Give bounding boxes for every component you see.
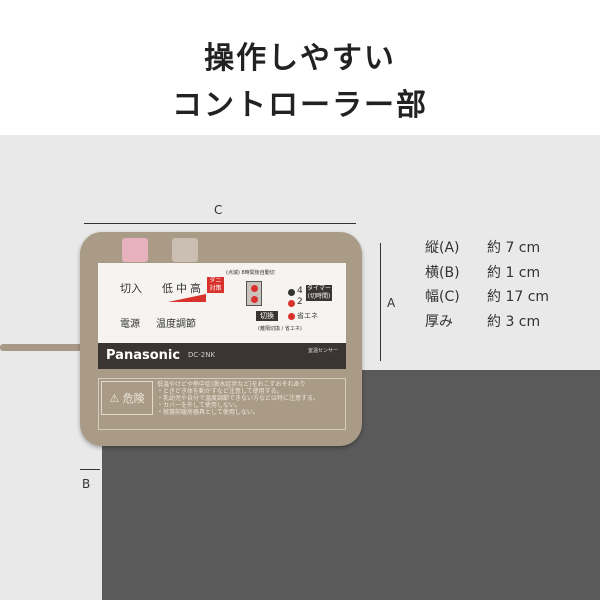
heading-line-2: コントローラー部 — [172, 88, 428, 123]
power-cord — [0, 344, 90, 351]
width-arrow — [84, 223, 356, 224]
brand-logo: Panasonic — [106, 348, 181, 363]
dimension-value: 約 1 cm — [487, 264, 541, 281]
button-led — [251, 296, 258, 303]
dimension-row: 幅(C) 約 17 cm — [425, 285, 549, 310]
warning-box: ⚠ 危険 — [101, 381, 153, 415]
dimension-name: 厚み — [425, 313, 453, 330]
thickness-arrow — [80, 469, 100, 470]
dimension-value: 約 3 cm — [487, 313, 541, 330]
warning-line: ・ときどき体を動かすなど注意して使用する。 — [157, 388, 283, 395]
dimension-row: 厚み 約 3 cm — [425, 310, 549, 335]
button-led — [251, 285, 258, 292]
brand-strip: Panasonic DC-2NK 室温センサー — [98, 343, 346, 369]
dimension-name: 横(B) — [425, 264, 460, 281]
power-label: 電源 — [120, 319, 140, 330]
warning-lines: 低温やけどや熱中症(脱水症状など)をおこすおそれあり ・ときどき体を動かすなど注… — [157, 381, 319, 416]
eco-led — [288, 313, 295, 320]
power-switch-label: 切入 — [120, 282, 142, 295]
label-a: A — [387, 296, 396, 310]
height-arrow — [380, 243, 381, 361]
dimension-row: 縦(A) 約 7 cm — [425, 236, 549, 261]
timer-4-led — [288, 289, 295, 296]
timer-button[interactable] — [246, 281, 262, 306]
warning-line: ・就寝前暖房器具として使用しない。 — [157, 409, 259, 416]
dimension-name: 幅(C) — [425, 289, 460, 305]
timer-2-led — [288, 300, 295, 307]
label-b: B — [82, 477, 91, 491]
controller: 切入 電源 低中高 ダニ対策 温度調節 (点滅) 8時間後自動切 4 2 タイマ… — [80, 232, 362, 446]
warning-line: 低温やけどや熱中症(脱水症状など)をおこすおそれあり — [157, 381, 306, 388]
dimension-value: 約 17 cm — [487, 289, 550, 305]
timer-note: (点滅) 8時間後自動切 — [226, 270, 275, 276]
temperature-slider[interactable] — [172, 238, 198, 262]
warning-icon: ⚠ — [109, 391, 120, 405]
heading-line-1: 操作しやすい — [204, 41, 396, 76]
temp-label: 温度調節 — [156, 319, 196, 330]
dimension-value: 約 7 cm — [487, 240, 541, 256]
model-number: DC-2NK — [188, 351, 216, 359]
timer-2-label: 2 — [297, 297, 303, 307]
eco-label: 省エネ — [297, 312, 318, 320]
mite-badge: ダニ対策 — [207, 277, 224, 293]
label-c: C — [214, 203, 223, 217]
power-slider[interactable] — [122, 238, 148, 262]
switch-note: (離隔切換 / 省エネ) — [258, 326, 302, 332]
warning-line: ・カバーを外して使用しない。 — [157, 402, 241, 409]
control-panel: 切入 電源 低中高 ダニ対策 温度調節 (点滅) 8時間後自動切 4 2 タイマ… — [98, 263, 346, 343]
warning-label: ⚠ 危険 低温やけどや熱中症(脱水症状など)をおこすおそれあり ・ときどき体を動… — [98, 378, 346, 430]
switch-button[interactable]: 切換 — [256, 311, 278, 321]
temp-gradient-icon — [168, 294, 206, 302]
dimension-table: 縦(A) 約 7 cm 横(B) 約 1 cm 幅(C) 約 17 cm 厚み 約 3 … — [425, 236, 549, 334]
warning-title: 危険 — [122, 392, 145, 405]
temp-levels: 低中高 — [162, 282, 204, 295]
warning-line: ・乳幼児や自分で温度調節できない方などは特に注意する。 — [157, 395, 320, 402]
dimension-row: 横(B) 約 1 cm — [425, 261, 549, 286]
dimension-name: 縦(A) — [425, 240, 460, 256]
timer-label: タイマー(切時間) — [306, 285, 332, 301]
room-sensor-label: 室温センサー — [307, 348, 338, 354]
timer-4-label: 4 — [297, 286, 303, 296]
